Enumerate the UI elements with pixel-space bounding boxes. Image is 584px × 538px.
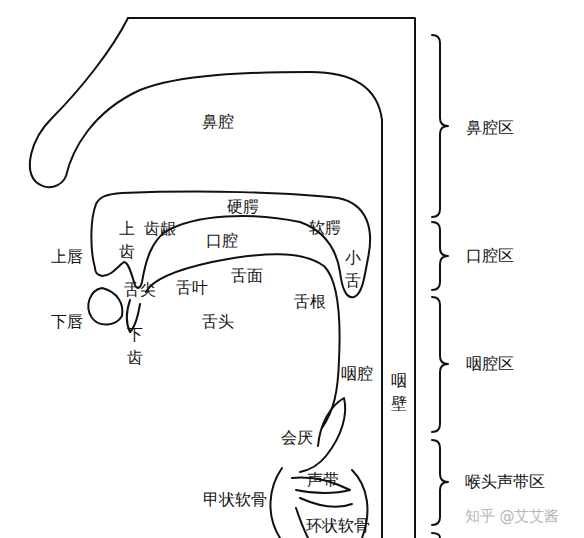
part-label: 下齿 xyxy=(127,323,143,369)
part-label: 齿龈 xyxy=(144,221,176,237)
region-label: 咽腔区 xyxy=(466,356,514,372)
region-label: 口腔区 xyxy=(466,248,514,264)
part-label: 舌头 xyxy=(202,314,234,330)
part-label: 咽壁 xyxy=(391,369,407,415)
region-label: 鼻腔区 xyxy=(466,120,514,136)
part-label: 软腭 xyxy=(309,220,341,236)
cricoid-cartilage xyxy=(300,498,352,507)
part-label: 上齿 xyxy=(119,217,135,263)
part-label: 上唇 xyxy=(51,249,83,265)
region-bracket xyxy=(432,35,448,217)
part-label: 舌叶 xyxy=(176,280,208,296)
region-bracket xyxy=(432,533,440,538)
cavity-label: 鼻腔 xyxy=(202,114,234,130)
region-bracket xyxy=(432,440,448,525)
part-label: 舌根 xyxy=(294,294,326,310)
part-label: 会厌 xyxy=(281,430,313,446)
part-label: 小舌 xyxy=(345,246,361,292)
part-label: 下唇 xyxy=(51,314,83,330)
part-label: 硬腭 xyxy=(227,199,259,215)
head-outline xyxy=(128,18,415,538)
region-label: 喉头声带区 xyxy=(465,474,545,490)
thyroid-cartilage xyxy=(270,468,282,538)
watermark: 知乎 @艾艾酱 xyxy=(465,509,560,524)
region-bracket xyxy=(432,297,448,432)
part-label: 甲状软骨 xyxy=(203,492,267,508)
tongue-outline xyxy=(146,254,340,428)
part-label: 舌尖 xyxy=(124,282,156,298)
region-bracket xyxy=(432,222,448,290)
part-label: 舌面 xyxy=(231,268,263,284)
part-label: 声带 xyxy=(307,472,339,488)
nose-outline xyxy=(30,18,382,538)
lower-lip xyxy=(88,288,122,325)
cavity-label: 口腔 xyxy=(206,233,238,249)
cavity-label: 咽腔 xyxy=(341,366,373,382)
palate-outline xyxy=(91,192,370,298)
part-label: 环状软骨 xyxy=(306,518,370,534)
